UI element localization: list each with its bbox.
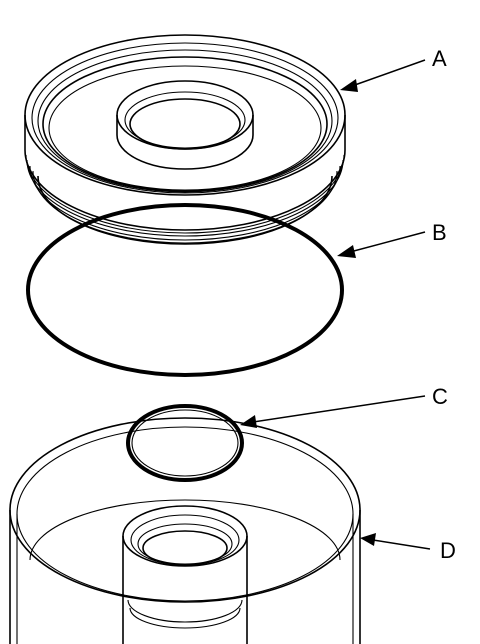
part-b-large-o-ring [26, 203, 344, 377]
part-a-cover-plate [24, 34, 346, 245]
leader-b [337, 231, 426, 258]
part-d-housing [9, 417, 361, 644]
callout-label-c: C [432, 384, 448, 409]
leader-a [340, 59, 426, 92]
part-c-small-o-ring [126, 404, 244, 482]
callout-label-a: A [432, 46, 447, 71]
callout-label-d: D [440, 538, 456, 563]
leader-d [360, 533, 431, 550]
leader-c [240, 395, 426, 428]
callout-label-b: B [432, 220, 447, 245]
